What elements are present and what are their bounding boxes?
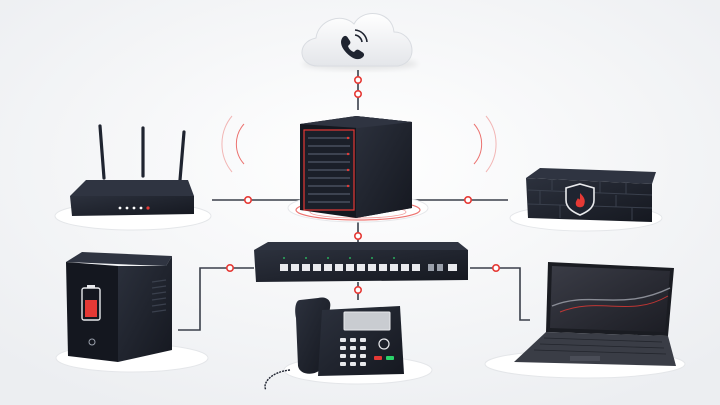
connection-nodes	[226, 76, 500, 294]
network-switch-icon	[254, 242, 468, 282]
keypad	[340, 338, 366, 366]
power-button-icon	[88, 338, 96, 346]
ethernet-ports	[280, 264, 457, 271]
phone-handset-icon	[341, 35, 365, 60]
voip-cloud-icon	[301, 13, 418, 70]
battery-fill	[85, 300, 97, 317]
drive-bays	[308, 137, 350, 203]
firewall-icon	[509, 168, 663, 232]
laptop-screen	[550, 266, 670, 332]
phone-display	[343, 311, 391, 331]
flame-icon	[575, 193, 585, 208]
desk-phone-icon	[264, 297, 433, 391]
signal-arcs	[221, 115, 497, 173]
laptop-icon	[484, 262, 686, 379]
tower-server-icon	[221, 115, 497, 223]
ups-battery-icon	[55, 252, 209, 373]
wifi-router-icon	[54, 124, 212, 231]
